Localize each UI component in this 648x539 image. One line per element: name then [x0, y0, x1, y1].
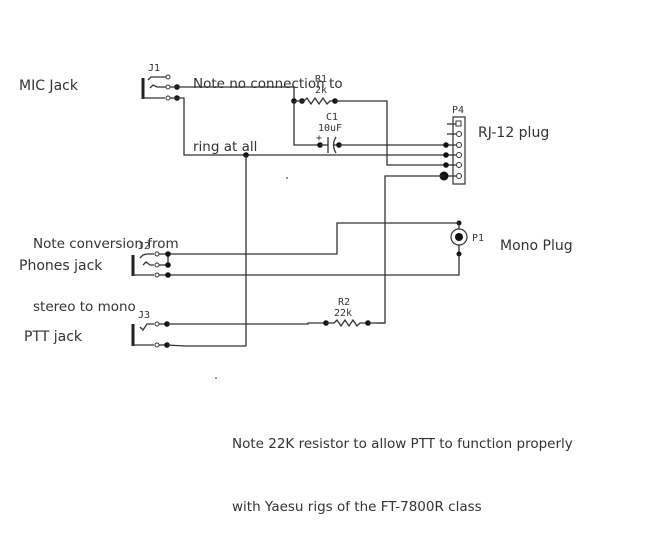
- j1-sleeve-pin: [165, 95, 171, 101]
- label-phones-jack: Phones jack: [19, 258, 103, 274]
- jack-j2: J2: [131, 241, 171, 278]
- j1-tip-contact: [149, 84, 166, 89]
- connector-p1: P1: [450, 220, 484, 257]
- c1-polarity: +: [316, 133, 322, 144]
- note-ptt-line-1: Note 22K resistor to allow PTT to functi…: [232, 436, 573, 452]
- r1-value: 2k: [315, 85, 327, 96]
- j2-ring-contact: [139, 253, 154, 259]
- resistor-r2: R2 22k: [323, 297, 385, 328]
- schematic: J1 R1 2k C1 10uF +: [131, 63, 484, 379]
- wire-p1-sleeve: [168, 254, 460, 276]
- junction: [443, 162, 449, 168]
- p4-pin3: [456, 142, 462, 148]
- j2-tip-contact: [142, 261, 154, 266]
- speck: [215, 377, 217, 379]
- c1-value: 10uF: [318, 123, 342, 134]
- wire-c1-left: [293, 101, 320, 146]
- speck: [286, 177, 288, 179]
- r1-zigzag: [303, 96, 334, 106]
- label-ptt-jack: PTT jack: [24, 329, 83, 345]
- p1-ref: P1: [472, 233, 484, 244]
- p1-tip: [455, 233, 463, 241]
- p4-pin5: [456, 162, 462, 168]
- wire-p4-to-r2: [377, 175, 444, 324]
- j3-tip-contact: [139, 323, 154, 332]
- junction: [443, 142, 449, 148]
- p4-pin6: [456, 173, 462, 179]
- label-mic-jack: MIC Jack: [19, 78, 78, 94]
- connector-p4: P4: [439, 105, 466, 185]
- wire-j3-tip: [167, 322, 325, 325]
- junction: [165, 262, 171, 268]
- note-stereo-line-1: Note conversion from: [33, 236, 179, 252]
- j1-ring-pin: [165, 74, 171, 80]
- j3-ref: J3: [138, 310, 150, 321]
- wire-j1-sleeve: [177, 97, 445, 156]
- label-rj12-plug: RJ-12 plug: [478, 125, 550, 141]
- p4-pin1: [455, 120, 462, 127]
- note-ptt: Note 22K resistor to allow PTT to functi…: [232, 392, 573, 539]
- jack-j3: J3: [131, 310, 170, 348]
- note-stereo: Note conversion from stereo to mono: [33, 192, 179, 339]
- j2-ref: J2: [138, 241, 150, 252]
- wire-r1-to-p4: [335, 100, 445, 166]
- junction: [165, 272, 171, 278]
- note-ptt-line-2: with Yaesu rigs of the FT-7800R class: [232, 499, 482, 515]
- j1-tip-pin: [165, 84, 171, 90]
- wire-j3-sleeve: [166, 344, 246, 347]
- j1-ring-contact: [147, 76, 166, 81]
- r2-value: 22k: [334, 308, 352, 319]
- note-ring-line-1: Note no connection to: [193, 76, 343, 92]
- wire-p1-tip: [168, 222, 459, 255]
- r1-ref: R1: [315, 74, 327, 85]
- j3-sleeve-pin: [154, 342, 160, 348]
- p4-pin4: [456, 152, 462, 158]
- junction: [443, 152, 449, 158]
- note-stereo-line-2: stereo to mono: [33, 299, 136, 315]
- note-ring-line-2: ring at all: [193, 139, 258, 155]
- j1-ref: J1: [148, 63, 160, 74]
- note-ring: Note no connection to ring at all: [193, 32, 343, 179]
- label-mono-plug: Mono Plug: [500, 238, 573, 254]
- c1-ref: C1: [326, 112, 338, 123]
- wire-j1-tip: [177, 86, 295, 101]
- r2-zigzag: [326, 318, 368, 328]
- jack-j1: J1: [141, 63, 180, 101]
- junction: [165, 251, 171, 257]
- p4-pin2: [456, 131, 462, 137]
- p4-ref: P4: [452, 105, 464, 116]
- r2-ref: R2: [338, 297, 350, 308]
